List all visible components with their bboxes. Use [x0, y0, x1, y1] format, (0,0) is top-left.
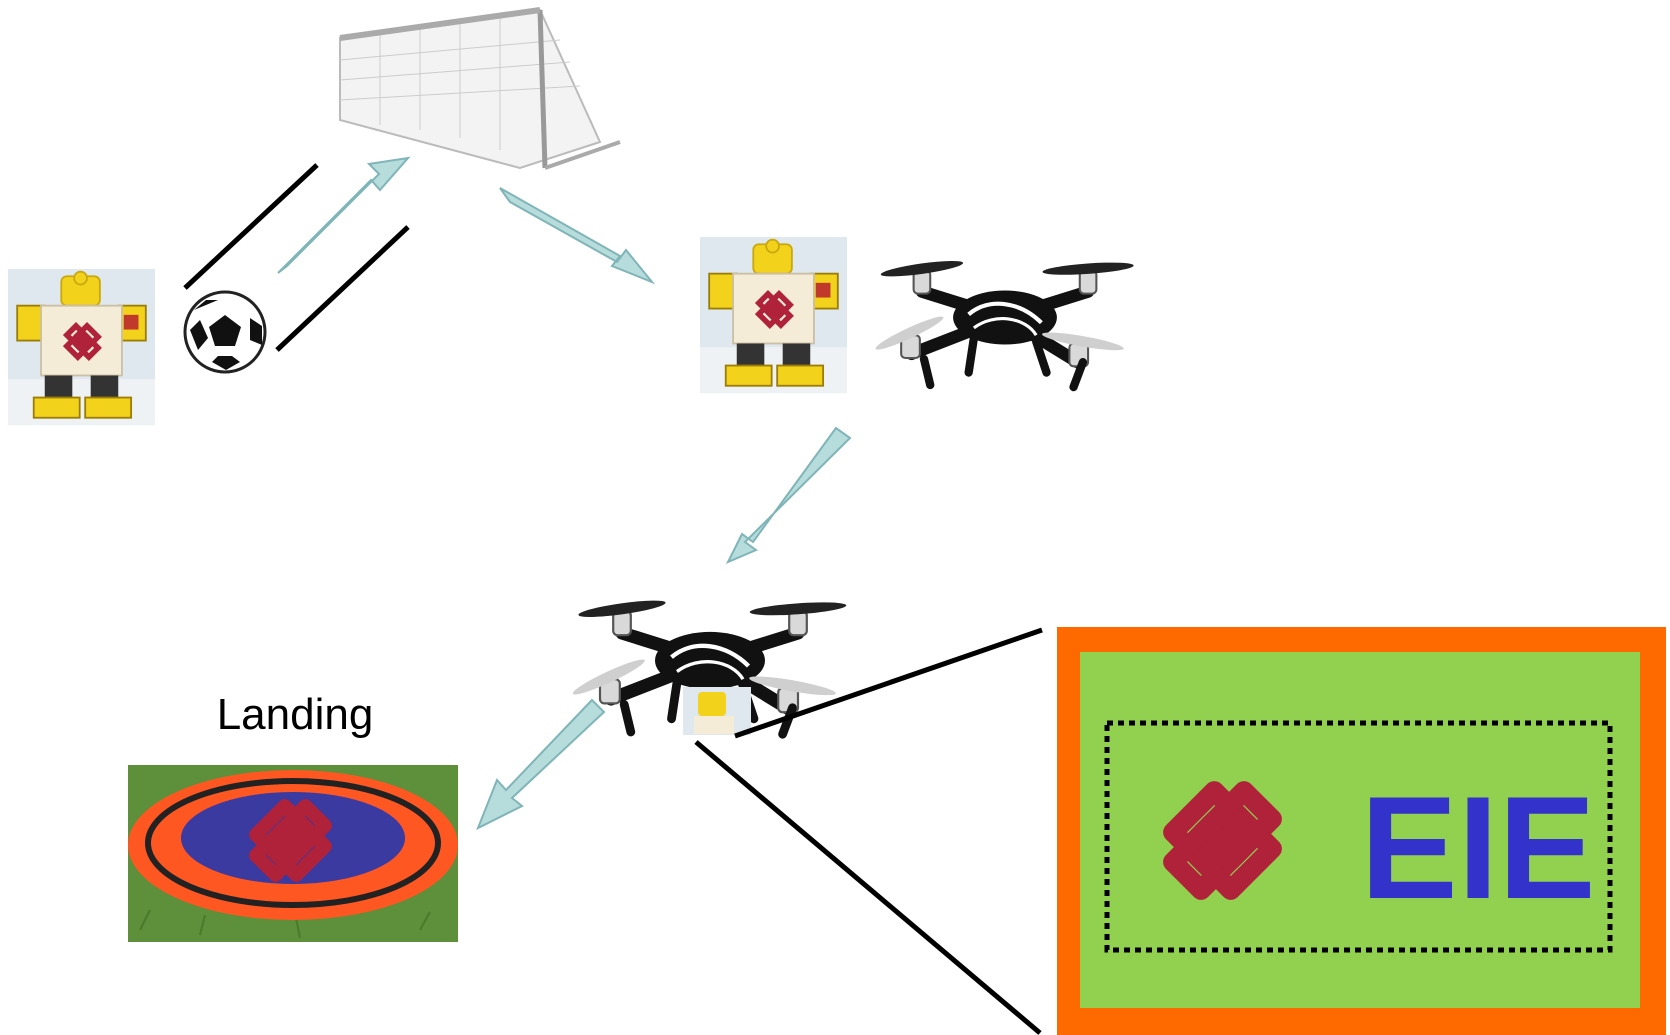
drone-icon [873, 258, 1134, 387]
robot-icon [700, 237, 847, 393]
university-logo-icon [1173, 791, 1272, 890]
arrow-to-robot-drone [499, 187, 656, 285]
robot-icon [8, 269, 155, 425]
zoom-lines [694, 627, 1043, 1035]
arrow-to-goal [277, 156, 411, 274]
goal-net-icon [339, 7, 621, 170]
badge-text: EIE [1360, 766, 1595, 929]
soccer-ball-icon [183, 290, 267, 374]
robot-icon [683, 687, 751, 735]
arrow-to-drone [725, 426, 852, 564]
arrow-to-landing [476, 698, 606, 831]
landing-pad-icon [128, 765, 458, 942]
landing-label: Landing [216, 690, 374, 739]
eie-badge: EIE [1057, 627, 1666, 1035]
motion-lines [183, 163, 410, 352]
